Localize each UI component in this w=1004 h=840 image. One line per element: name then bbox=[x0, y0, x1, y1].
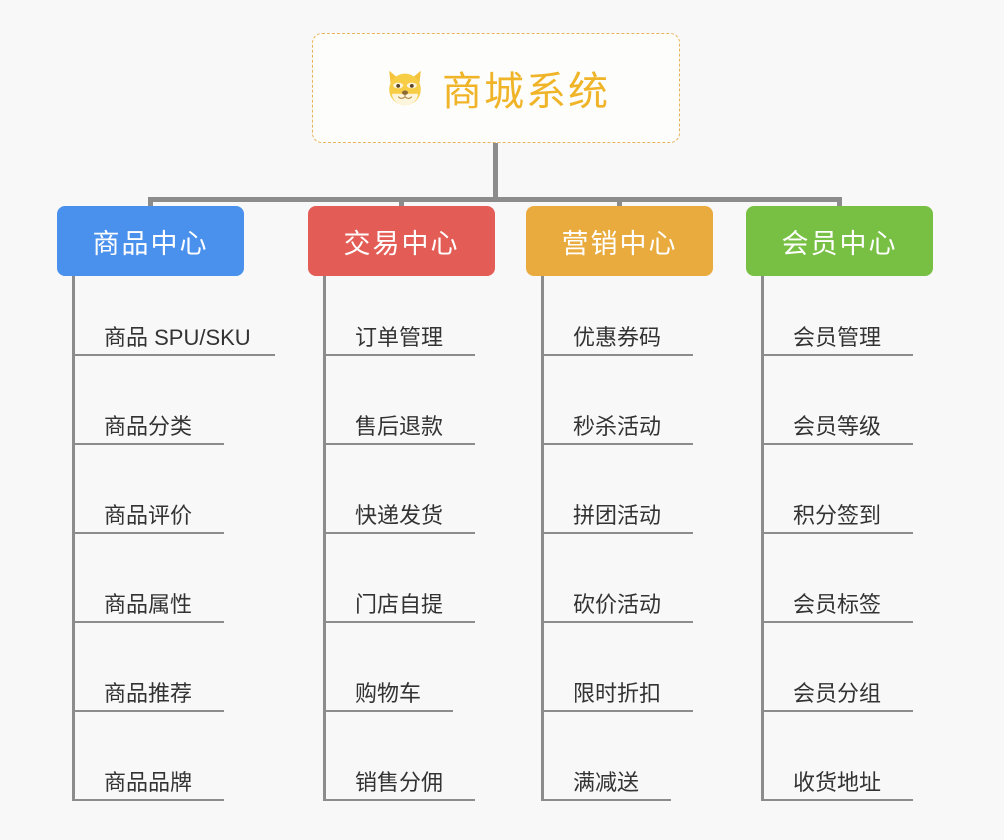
leaf-item[interactable]: 会员等级 bbox=[761, 414, 913, 445]
leaf-label: 购物车 bbox=[355, 680, 422, 706]
leaf-item[interactable]: 商品推荐 bbox=[72, 681, 224, 712]
leaf-label: 会员等级 bbox=[793, 413, 882, 439]
leaf-item[interactable]: 门店自提 bbox=[323, 592, 475, 623]
leaf-label: 拼团活动 bbox=[573, 502, 662, 528]
leaf-label: 订单管理 bbox=[355, 324, 444, 350]
leaf-label: 会员标签 bbox=[793, 591, 882, 617]
branch-trunk-1 bbox=[323, 276, 326, 801]
leaf-item[interactable]: 满减送 bbox=[541, 770, 671, 801]
leaf-label: 砍价活动 bbox=[573, 591, 662, 617]
leaf-label: 秒杀活动 bbox=[573, 413, 662, 439]
leaf-label: 会员管理 bbox=[793, 324, 882, 350]
leaf-item[interactable]: 积分签到 bbox=[761, 503, 913, 534]
leaf-label: 商品属性 bbox=[104, 591, 193, 617]
root-title: 商城系统 bbox=[442, 70, 610, 114]
leaf-label: 快递发货 bbox=[355, 502, 444, 528]
leaf-label: 会员分组 bbox=[793, 680, 882, 706]
leaf-item[interactable]: 会员标签 bbox=[761, 592, 913, 623]
category-box-1[interactable]: 交易中心 bbox=[308, 206, 495, 276]
leaf-item[interactable]: 收货地址 bbox=[761, 770, 913, 801]
root-node[interactable]: 商城系统 bbox=[312, 33, 680, 143]
leaf-item[interactable]: 会员管理 bbox=[761, 325, 913, 356]
leaf-label: 优惠券码 bbox=[573, 324, 662, 350]
leaf-item[interactable]: 订单管理 bbox=[323, 325, 475, 356]
leaf-item[interactable]: 销售分佣 bbox=[323, 770, 475, 801]
category-box-2[interactable]: 营销中心 bbox=[526, 206, 713, 276]
category-label-2: 营销中心 bbox=[561, 228, 678, 259]
leaf-item[interactable]: 会员分组 bbox=[761, 681, 913, 712]
leaf-label: 收货地址 bbox=[793, 769, 882, 795]
branch-trunk-3 bbox=[761, 276, 764, 801]
leaf-item[interactable]: 商品品牌 bbox=[72, 770, 224, 801]
leaf-item[interactable]: 秒杀活动 bbox=[541, 414, 693, 445]
leaf-label: 商品 SPU/SKU bbox=[104, 324, 251, 350]
leaf-item[interactable]: 购物车 bbox=[323, 681, 453, 712]
category-label-3: 会员中心 bbox=[781, 228, 898, 259]
category-label-0: 商品中心 bbox=[92, 228, 209, 259]
leaf-item[interactable]: 商品 SPU/SKU bbox=[72, 325, 275, 356]
branch-trunk-2 bbox=[541, 276, 544, 801]
category-box-0[interactable]: 商品中心 bbox=[57, 206, 244, 276]
leaf-label: 销售分佣 bbox=[355, 769, 444, 795]
leaf-label: 售后退款 bbox=[355, 413, 444, 439]
category-box-3[interactable]: 会员中心 bbox=[746, 206, 933, 276]
leaf-item[interactable]: 商品属性 bbox=[72, 592, 224, 623]
leaf-item[interactable]: 限时折扣 bbox=[541, 681, 693, 712]
leaf-item[interactable]: 拼团活动 bbox=[541, 503, 693, 534]
leaf-label: 商品分类 bbox=[104, 413, 193, 439]
leaf-label: 门店自提 bbox=[355, 591, 444, 617]
leaf-label: 限时折扣 bbox=[573, 680, 662, 706]
leaf-item[interactable]: 商品评价 bbox=[72, 503, 224, 534]
leaf-label: 商品评价 bbox=[104, 502, 193, 528]
leaf-item[interactable]: 售后退款 bbox=[323, 414, 475, 445]
dog-face-icon bbox=[382, 65, 428, 111]
leaf-item[interactable]: 商品分类 bbox=[72, 414, 224, 445]
leaf-label: 商品推荐 bbox=[104, 680, 193, 706]
leaf-label: 积分签到 bbox=[793, 502, 882, 528]
leaf-item[interactable]: 快递发货 bbox=[323, 503, 475, 534]
connector-bus bbox=[148, 197, 842, 202]
leaf-item[interactable]: 优惠券码 bbox=[541, 325, 693, 356]
branch-trunk-0 bbox=[72, 276, 75, 801]
leaf-item[interactable]: 砍价活动 bbox=[541, 592, 693, 623]
leaf-label: 商品品牌 bbox=[104, 769, 193, 795]
leaf-label: 满减送 bbox=[573, 769, 640, 795]
category-label-1: 交易中心 bbox=[343, 228, 460, 259]
connector-root-stem bbox=[493, 143, 498, 201]
